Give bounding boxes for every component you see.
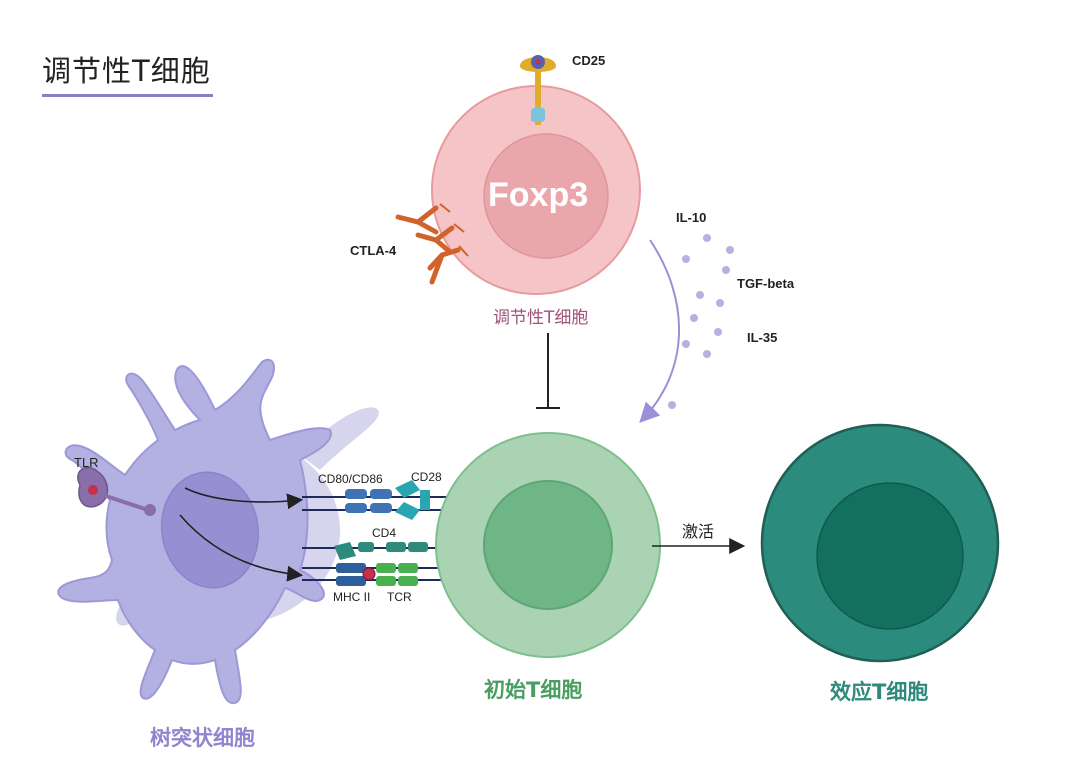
cytokine-arrow: [639, 239, 681, 423]
dendritic-cell: [57, 358, 379, 705]
cd4-molecule: [334, 542, 428, 560]
activation-label: 激活: [682, 522, 715, 541]
cd25-label: CD25: [572, 53, 606, 68]
naive-t-cell: [435, 432, 661, 658]
cytokine-dots: [668, 234, 734, 409]
mhc-ii-label: MHC II: [333, 590, 371, 604]
cd25-receptor: [520, 55, 556, 125]
treg-cell: [431, 85, 641, 295]
cd80-cd86-molecule: [345, 489, 392, 513]
title-underline: [42, 94, 213, 97]
dendritic-cell-label: 树突状细胞: [150, 726, 255, 750]
tcr-label: TCR: [387, 590, 412, 604]
ctla4-label: CTLA-4: [350, 243, 397, 258]
foxp3-label: Foxp3: [488, 176, 589, 214]
cd4-label: CD4: [372, 526, 397, 540]
inhibition-arrow: [536, 333, 560, 409]
treg-cell-label: 调节性T细胞: [493, 308, 589, 328]
cytokine-il35-label: IL-35: [747, 330, 778, 345]
effector-t-cell: [760, 423, 1000, 663]
naive-t-cell-label: 初始T细胞: [484, 678, 583, 702]
tcr-molecule: [376, 563, 418, 586]
mhc-ii-molecule: [336, 563, 376, 586]
effector-t-cell-label: 效应T细胞: [830, 680, 929, 704]
ctla4-receptors: [395, 205, 461, 285]
cd28-molecule: [395, 480, 430, 520]
page-title: 调节性T细胞: [42, 54, 211, 88]
cd80-cd86-label: CD80/CD86: [318, 472, 383, 486]
cd28-label: CD28: [411, 470, 442, 484]
tlr-receptor: [77, 466, 156, 516]
cytokine-tgf-beta-label: TGF-beta: [737, 276, 795, 291]
cytokine-il10-label: IL-10: [676, 210, 707, 225]
dc-signal-arrow-2: [179, 514, 304, 582]
dc-signal-arrow-1: [184, 487, 304, 510]
tlr-label: TLR: [74, 455, 99, 470]
